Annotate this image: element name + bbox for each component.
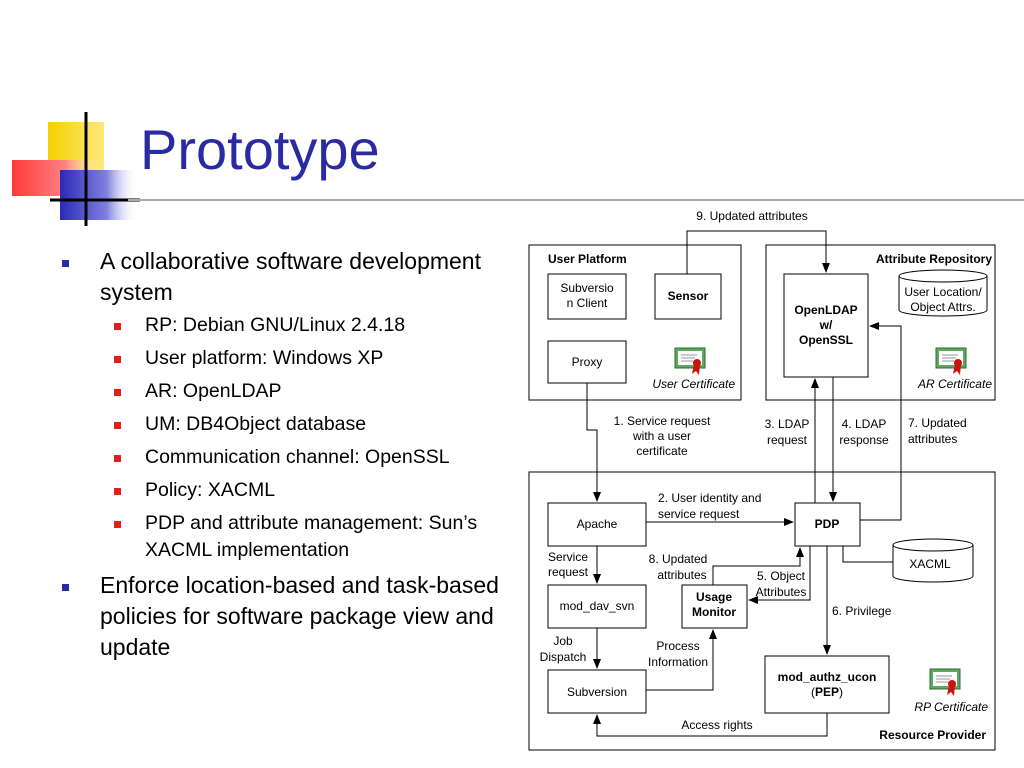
attribute-repository-label: Attribute Repository <box>876 252 992 266</box>
rp-certificate-label: RP Certificate <box>914 700 988 714</box>
edge-sensor-updated-attributes <box>686 230 830 274</box>
xacml-db <box>892 538 974 583</box>
edge-updated-attributes-to-ar <box>860 322 902 521</box>
blue-bar <box>60 170 138 220</box>
edge-pdp-to-xacml <box>842 546 893 563</box>
edge-pep-to-subversion <box>593 713 828 737</box>
pep-label: (PEP) <box>811 685 843 699</box>
openldap-label: OpenSSL <box>799 333 853 347</box>
user-platform-group <box>528 244 742 401</box>
edge-label-7: 7. Updated <box>908 416 967 430</box>
pep-text: PEP <box>815 685 839 699</box>
edge-pdp-to-monitor <box>748 546 811 604</box>
ar-certificate-label: AR Certificate <box>917 377 992 391</box>
edge-label-1: certificate <box>636 444 688 458</box>
slide-title: Prototype <box>140 118 380 181</box>
edge-label-service-request: Service <box>548 550 588 564</box>
user-location-db <box>898 269 988 317</box>
sub-bullet-item: UM: DB4Object database <box>62 411 512 438</box>
edge-label-4: 4. LDAP <box>842 417 887 431</box>
bullet-item: A collaborative software development sys… <box>62 246 512 308</box>
usage-monitor-box <box>681 584 748 629</box>
edge-proxy-to-apache <box>586 383 601 502</box>
edge-label-4: response <box>839 433 889 447</box>
usage-monitor-label: Monitor <box>692 605 736 619</box>
openldap-label: w/ <box>819 318 833 332</box>
edge-monitor-to-pdp <box>712 547 804 585</box>
edge-label-access-rights: Access rights <box>681 718 752 732</box>
user-certificate-icon <box>674 347 706 376</box>
edge-label-2: 2. User identity and <box>658 491 761 505</box>
subversion-client-label: Subversio <box>560 281 614 295</box>
sub-bullet-item: AR: OpenLDAP <box>62 378 512 405</box>
edge-label-7: attributes <box>908 432 957 446</box>
sub-bullet-item: User platform: Windows XP <box>62 345 512 372</box>
ar-certificate-icon <box>935 347 967 376</box>
edge-label-9: 9. Updated attributes <box>696 209 807 223</box>
edge-label-8: attributes <box>657 568 706 582</box>
edge-label-5: 5. Object <box>757 569 806 583</box>
sub-bullet-item: Policy: XACML <box>62 477 512 504</box>
bullet-item: Enforce location-based and task-based po… <box>62 570 512 663</box>
subversion-client-box <box>547 273 627 320</box>
pdp-label: PDP <box>815 517 840 531</box>
title-underline <box>128 199 1024 201</box>
resource-provider-group <box>528 471 996 751</box>
mod-dav-svn-label: mod_dav_svn <box>560 599 635 613</box>
user-certificate-label: User Certificate <box>652 377 735 391</box>
usage-monitor-label: Usage <box>696 590 732 604</box>
edge-label-service-request: request <box>548 565 589 579</box>
subversion-label: Subversion <box>567 685 627 699</box>
attribute-repository-group <box>765 244 996 401</box>
edge-label-job-dispatch: Job <box>553 634 573 648</box>
pep-open-paren: ( <box>811 685 815 699</box>
openldap-box <box>783 273 869 378</box>
user-platform-label: User Platform <box>548 252 627 266</box>
subversion-client-label: n Client <box>567 296 608 310</box>
pep-close-paren: ) <box>839 685 843 699</box>
sensor-label: Sensor <box>668 289 709 303</box>
edge-label-6: 6. Privilege <box>832 604 892 618</box>
edge-label-1: 1. Service request <box>614 414 711 428</box>
edge-label-5: Attributes <box>756 585 807 599</box>
mod-authz-ucon-label: mod_authz_ucon <box>778 670 877 684</box>
user-location-db-label: Object Attrs. <box>910 300 975 314</box>
edge-label-3: request <box>767 433 808 447</box>
resource-provider-label: Resource Provider <box>879 728 986 742</box>
xacml-db-label: XACML <box>909 557 951 571</box>
edge-subversion-to-monitor <box>646 629 717 691</box>
sensor-box <box>654 273 722 320</box>
edge-label-process-information: Process <box>656 639 699 653</box>
openldap-label: OpenLDAP <box>794 303 857 317</box>
subversion-box <box>547 669 647 714</box>
sub-bullet-item: PDP and attribute management: Sun’s XACM… <box>62 510 512 564</box>
user-location-db-label: User Location/ <box>904 285 982 299</box>
proxy-label: Proxy <box>572 355 603 369</box>
apache-label: Apache <box>577 517 618 531</box>
edge-label-8: 8. Updated <box>649 552 708 566</box>
edge-label-job-dispatch: Dispatch <box>540 650 587 664</box>
sub-bullet-item: Communication channel: OpenSSL <box>62 444 512 471</box>
sub-bullet-item: RP: Debian GNU/Linux 2.4.18 <box>62 312 512 339</box>
title-decoration <box>12 112 140 226</box>
edge-label-2: service request <box>658 507 740 521</box>
edge-label-3: 3. LDAP <box>765 417 810 431</box>
bullet-list: A collaborative software development sys… <box>62 246 512 667</box>
edge-label-1: with a user <box>632 429 691 443</box>
rp-certificate-icon <box>929 668 961 697</box>
edge-label-process-information: Information <box>648 655 708 669</box>
